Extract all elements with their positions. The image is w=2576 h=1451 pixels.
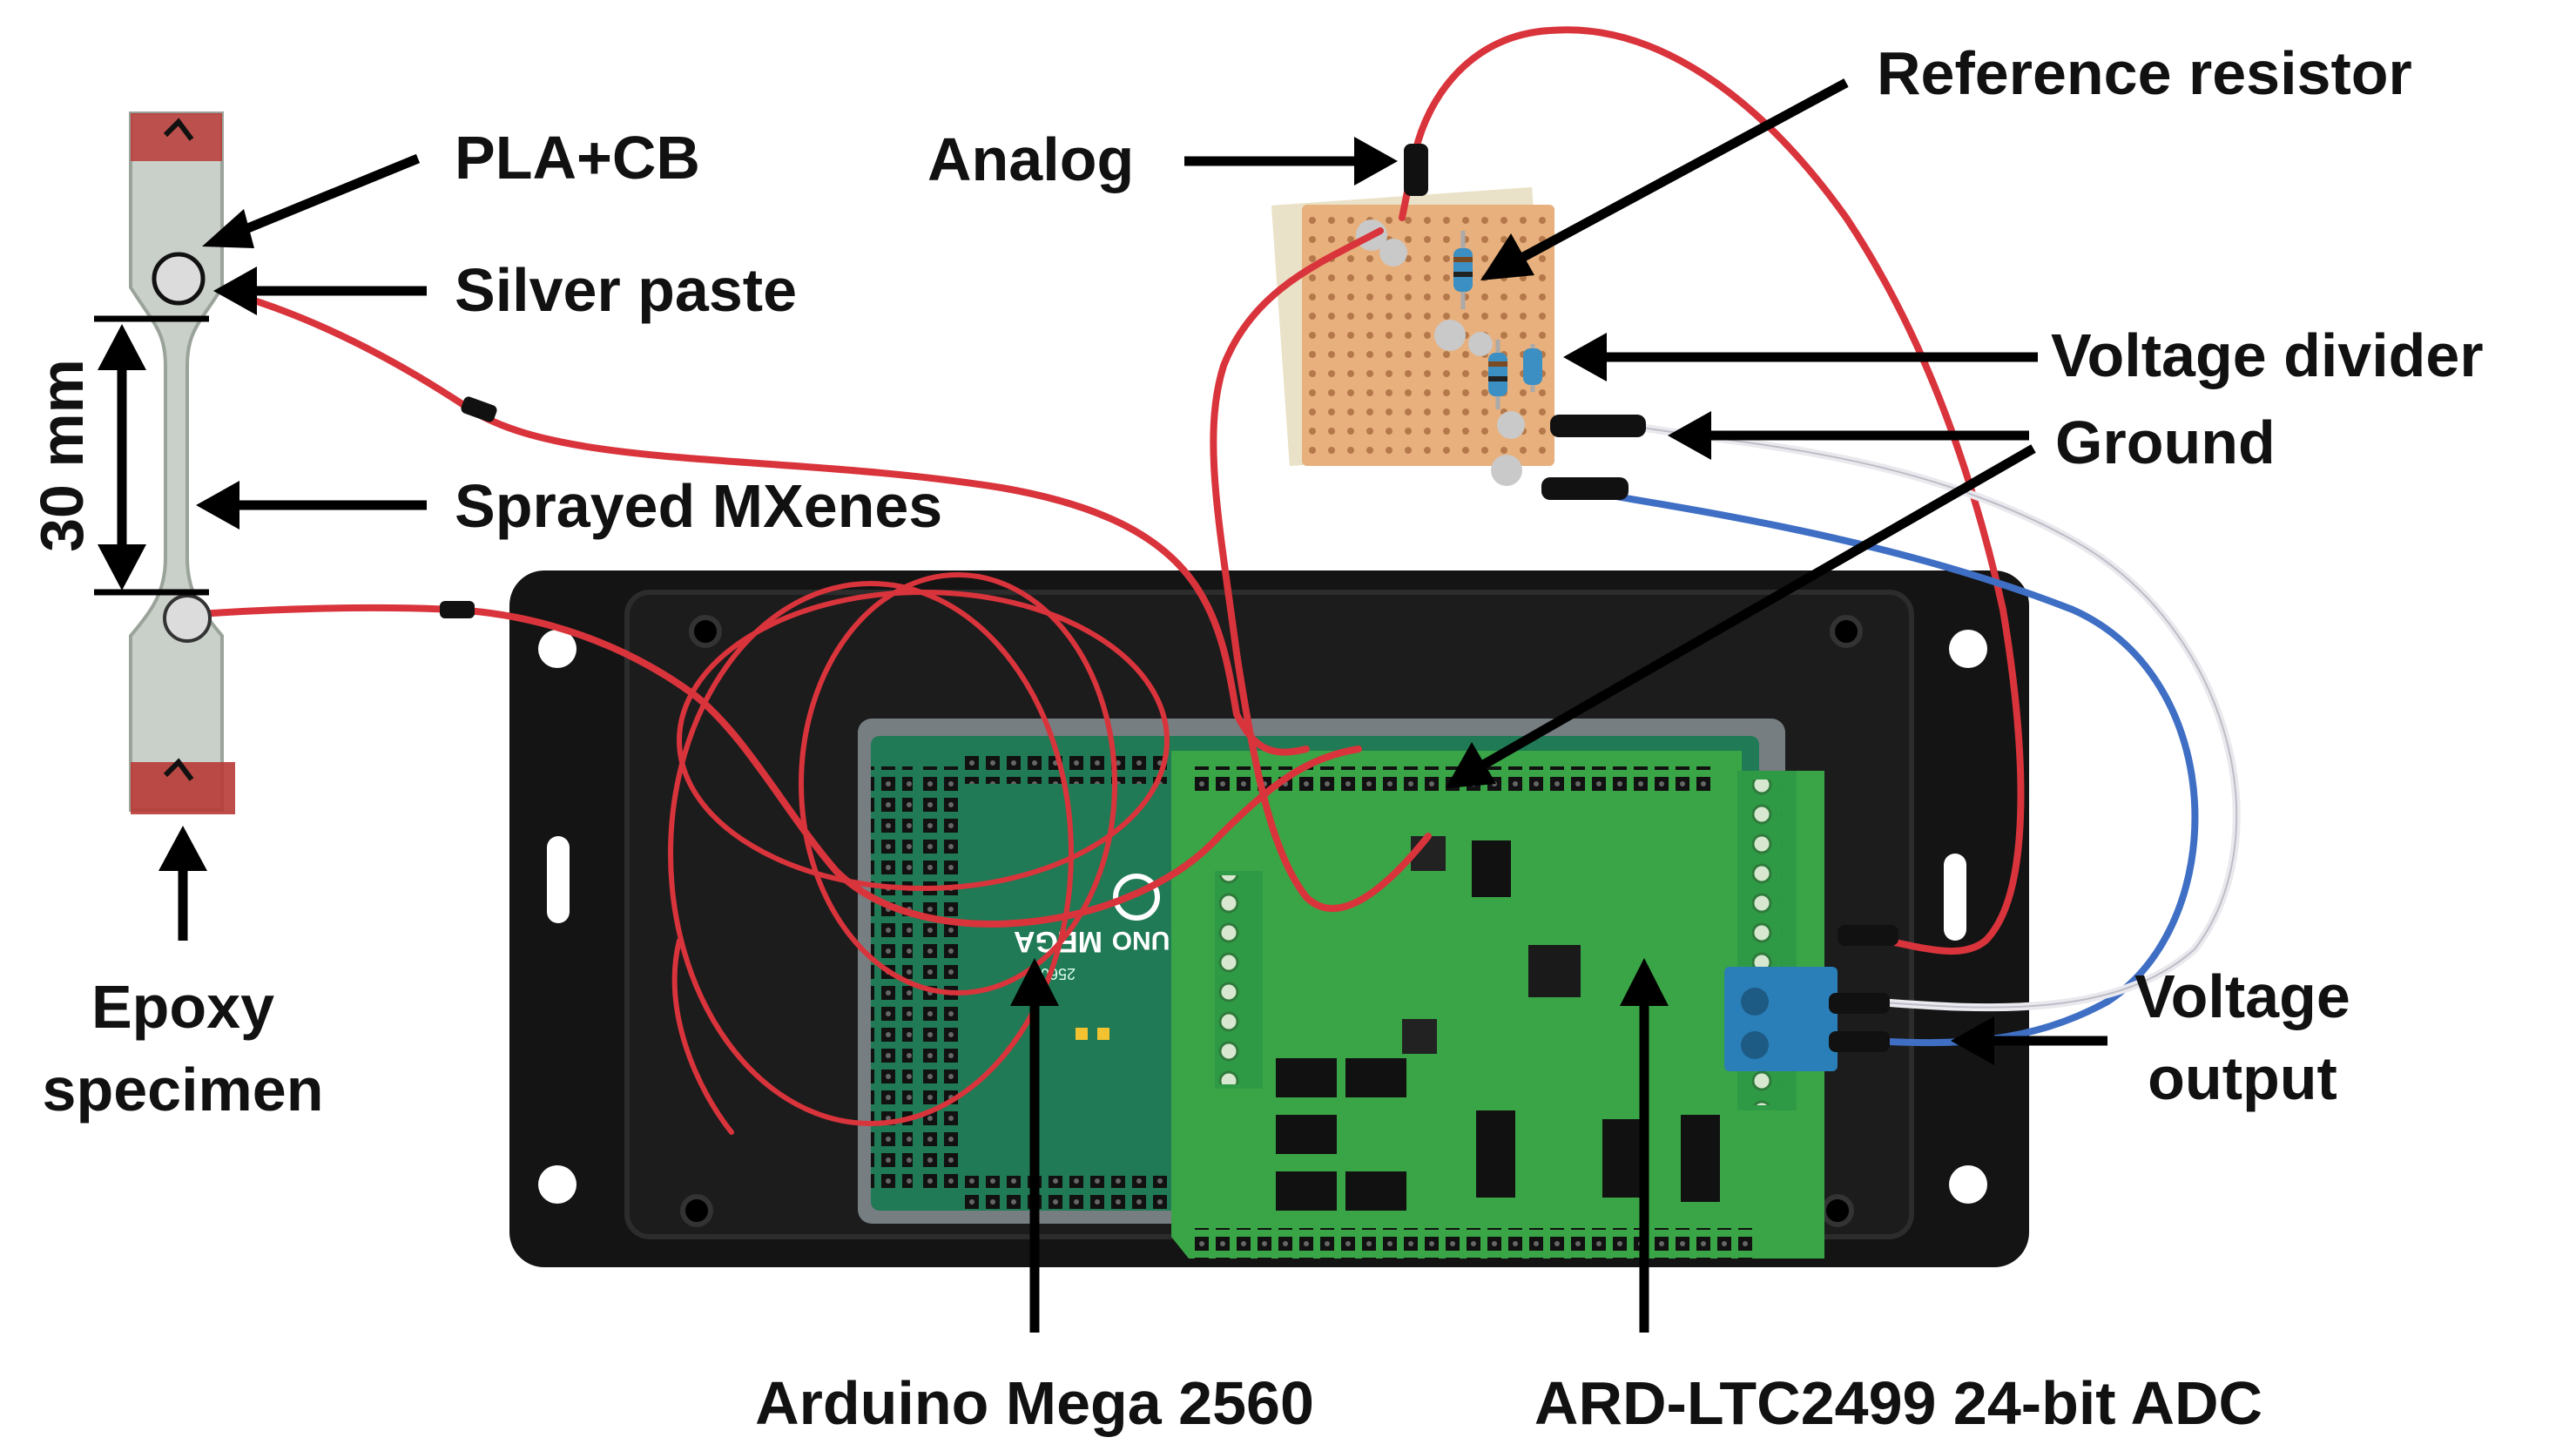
wire-specimen-bottom: [197, 604, 1362, 928]
wire-specimen-top: [206, 284, 1310, 756]
label-voltage-output-line1: Voltage: [2134, 962, 2350, 1030]
mount-hole-top-left: [538, 630, 577, 668]
jumper-3: [1276, 1171, 1337, 1211]
label-adc: ARD-LTC2499 24-bit ADC: [1534, 1369, 2262, 1437]
ltc2499-chip: [1528, 945, 1581, 997]
wire-perfboard-red: [1210, 227, 1432, 912]
label-sprayed-mxenes: Sprayed MXenes: [455, 472, 942, 540]
ground-connector-1: [1550, 415, 1646, 437]
wire-ground-blue: [1564, 484, 2199, 1047]
label-epoxy-line2: specimen: [43, 1056, 324, 1124]
output-terminal-block: [1724, 967, 1838, 1071]
arduino-infinity-logo: [1113, 874, 1160, 921]
label-analog: Analog: [927, 125, 1134, 193]
jumper-2: [1276, 1115, 1337, 1154]
wire-coil-3: [799, 572, 1117, 995]
wire-analog-red: [1412, 26, 2025, 955]
label-ground: Ground: [2055, 408, 2276, 476]
specimen-body: [129, 111, 224, 812]
label-epoxy-line1: Epoxy: [91, 973, 274, 1041]
mount-hole-bottom-right: [1949, 1165, 1987, 1204]
wire-coil-2: [668, 581, 1074, 1126]
mount-hole-bottom-left: [538, 1165, 577, 1204]
label-voltage-divider: Voltage divider: [2051, 321, 2484, 389]
label-arduino-mega: Arduino Mega 2560: [755, 1369, 1314, 1437]
adc-shield-board: [1171, 751, 1838, 1259]
annotation-arrows: [94, 78, 2107, 1333]
adc-header-bottom: [1193, 1228, 1759, 1259]
silver-paste-bottom: [163, 594, 212, 643]
label-voltage-output-line2: output: [2148, 1044, 2337, 1112]
specimen-tape-top: [131, 113, 222, 161]
divider-resistor: [1488, 340, 1507, 409]
epoxy-specimen: [129, 111, 235, 814]
ground-connector-2: [1541, 477, 1629, 500]
labels: PLA+CB Silver paste Sprayed MXenes 30 mm…: [28, 39, 2484, 1437]
analog-connector: [1404, 144, 1428, 196]
mount-hole-top-right: [1949, 630, 1987, 668]
label-reference-resistor: Reference resistor: [1877, 39, 2412, 107]
label-pla-cb: PLA+CB: [455, 124, 700, 192]
label-silver-paste: Silver paste: [455, 256, 797, 324]
label-30mm: 30 mm: [28, 359, 96, 552]
divider-resistor-2: [1523, 344, 1542, 392]
slot-right: [1944, 854, 1966, 941]
arduino-header-left-2: [919, 766, 961, 1193]
perfboard: [1271, 186, 1554, 486]
jumper-1: [1276, 1058, 1337, 1097]
reference-resistor: [1453, 231, 1473, 309]
arduino-uno-text: UNO: [1112, 926, 1170, 955]
silver-paste-top: [152, 252, 206, 306]
slot-left: [547, 836, 570, 923]
wires: [197, 26, 2241, 1135]
